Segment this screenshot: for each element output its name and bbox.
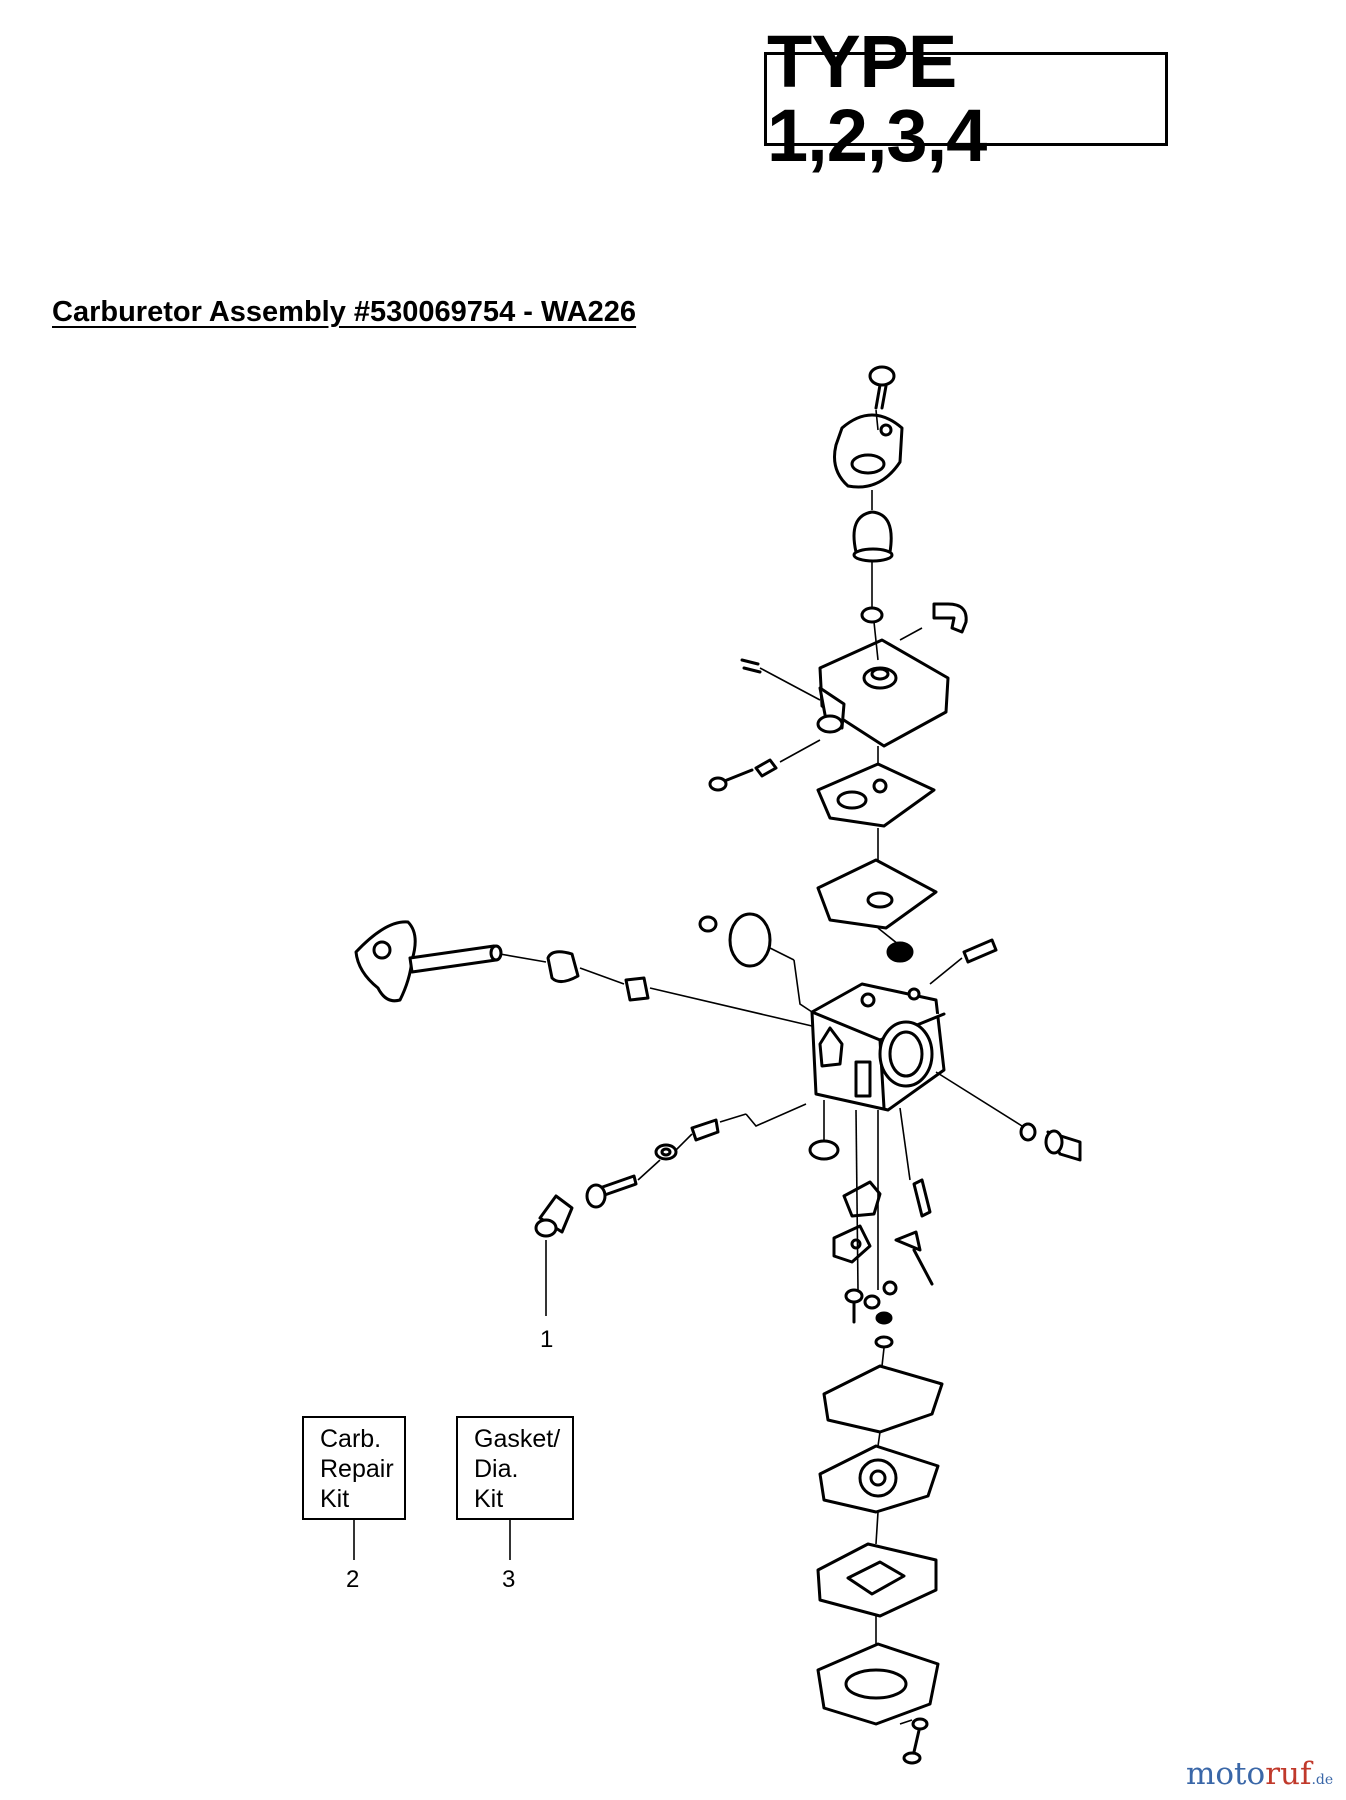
small-disk <box>808 1139 840 1161</box>
kit-line: Dia. <box>474 1455 519 1483</box>
bottom-cover <box>816 1642 940 1726</box>
small-spring <box>740 658 762 674</box>
right-screw <box>1019 1122 1082 1162</box>
kit-line: Kit <box>320 1485 350 1513</box>
lower-fasteners <box>844 1288 894 1349</box>
metering-cover <box>816 1542 938 1618</box>
throttle-valve <box>698 912 772 968</box>
lower-diaphragm <box>818 1444 940 1514</box>
welch-plug <box>886 941 914 963</box>
shaft-spring <box>624 976 650 1002</box>
callout-3: 3 <box>502 1566 516 1593</box>
carb-repair-kit-box: Carb. Repair Kit <box>302 1416 406 1520</box>
type-label: TYPE 1,2,3,4 <box>767 20 987 177</box>
check-ball <box>860 606 884 624</box>
gasket-upper-2 <box>816 858 938 930</box>
watermark-suffix: .de <box>1311 1772 1334 1788</box>
kit-line: Repair <box>320 1455 394 1483</box>
bushing <box>546 950 580 983</box>
pump-cover <box>816 638 950 748</box>
pin-cylinder <box>962 938 998 964</box>
gasket-dia-kit-box: Gasket/ Dia. Kit <box>456 1416 574 1520</box>
watermark-part1: moto <box>1186 1756 1266 1792</box>
callout-2: 2 <box>346 1566 360 1593</box>
kit-line: Gasket/ <box>474 1425 561 1453</box>
top-screw <box>868 365 896 410</box>
watermark-part2: ruf <box>1265 1756 1312 1792</box>
callout-1: 1 <box>540 1326 554 1353</box>
elbow-fitting <box>932 602 968 634</box>
carb-body <box>810 982 946 1112</box>
needle-screw-upper <box>708 758 778 792</box>
watermark-logo: motoruf.de <box>1186 1756 1333 1792</box>
metering-lever <box>832 1178 934 1310</box>
throttle-lever-shaft <box>354 920 503 1003</box>
gasket-upper-1 <box>816 762 936 828</box>
kit-line: Carb. <box>320 1425 382 1453</box>
lower-gasket <box>822 1364 944 1434</box>
assembly-title: Carburetor Assembly #530069754 - WA226 <box>52 296 637 328</box>
needle-screw-lower <box>585 1118 720 1209</box>
kit-line: Kit <box>474 1485 504 1513</box>
type-label-box: TYPE 1,2,3,4 <box>764 25 1168 173</box>
bottom-screw <box>902 1717 929 1765</box>
limiter-cap <box>534 1194 574 1238</box>
primer-bulb <box>852 510 894 563</box>
cover-plate <box>833 413 904 489</box>
